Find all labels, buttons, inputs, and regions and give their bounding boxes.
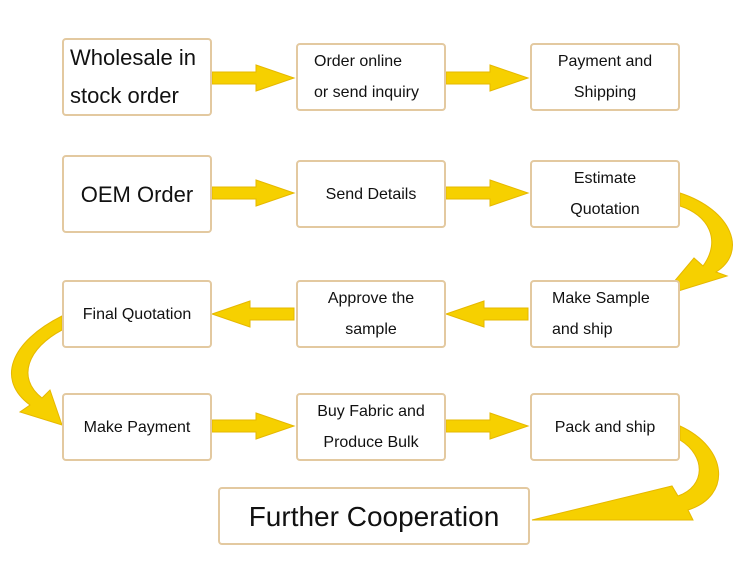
step-send-details-label: Send Details (325, 185, 417, 203)
arrow-approve-to-final (210, 300, 295, 328)
step-make-payment-label: Make Payment (83, 418, 191, 436)
step-wholesale: Wholesale in stock order (62, 38, 212, 116)
arrow-details-to-estimate (445, 179, 530, 207)
step-estimate-quotation: Estimate Quotation (530, 160, 680, 228)
step-payment-shipping: Payment and Shipping (530, 43, 680, 111)
arrow-oem-to-details (211, 179, 296, 207)
step-further-cooperation-label: Further Cooperation (248, 500, 500, 532)
arrow-fabric-to-pack (445, 412, 530, 440)
step-order-online: Order online or send inquiry (296, 43, 446, 111)
step-make-sample: Make Sample and ship (530, 280, 680, 348)
arrow-wholesale-to-order (211, 64, 296, 92)
step-approve-sample-label: Approve the sample (327, 290, 415, 338)
step-order-online-label: Order online or send inquiry (314, 53, 419, 101)
step-make-payment: Make Payment (62, 393, 212, 461)
step-oem-order-label: OEM Order (80, 181, 194, 207)
step-payment-shipping-label: Payment and Shipping (557, 53, 653, 101)
step-make-sample-label: Make Sample and ship (552, 290, 650, 338)
step-buy-fabric-label: Buy Fabric and Produce Bulk (317, 403, 425, 451)
step-wholesale-label: Wholesale in stock order (70, 45, 196, 108)
step-approve-sample: Approve the sample (296, 280, 446, 348)
step-buy-fabric: Buy Fabric and Produce Bulk (296, 393, 446, 461)
step-final-quotation: Final Quotation (62, 280, 212, 348)
step-final-quotation-label: Final Quotation (82, 305, 192, 323)
step-pack-ship: Pack and ship (530, 393, 680, 461)
curved-arrow-final-to-payment (11, 315, 63, 426)
arrow-sample-to-approve (444, 300, 529, 328)
curved-arrow-estimate-to-sample (660, 192, 733, 297)
step-further-cooperation: Further Cooperation (218, 487, 530, 545)
curved-arrow-pack-to-further (531, 425, 720, 521)
step-send-details: Send Details (296, 160, 446, 228)
arrow-order-to-payment (445, 64, 530, 92)
step-estimate-quotation-label: Estimate Quotation (570, 170, 640, 218)
step-oem-order: OEM Order (62, 155, 212, 233)
step-pack-ship-label: Pack and ship (554, 418, 656, 436)
arrow-payment-to-fabric (211, 412, 296, 440)
